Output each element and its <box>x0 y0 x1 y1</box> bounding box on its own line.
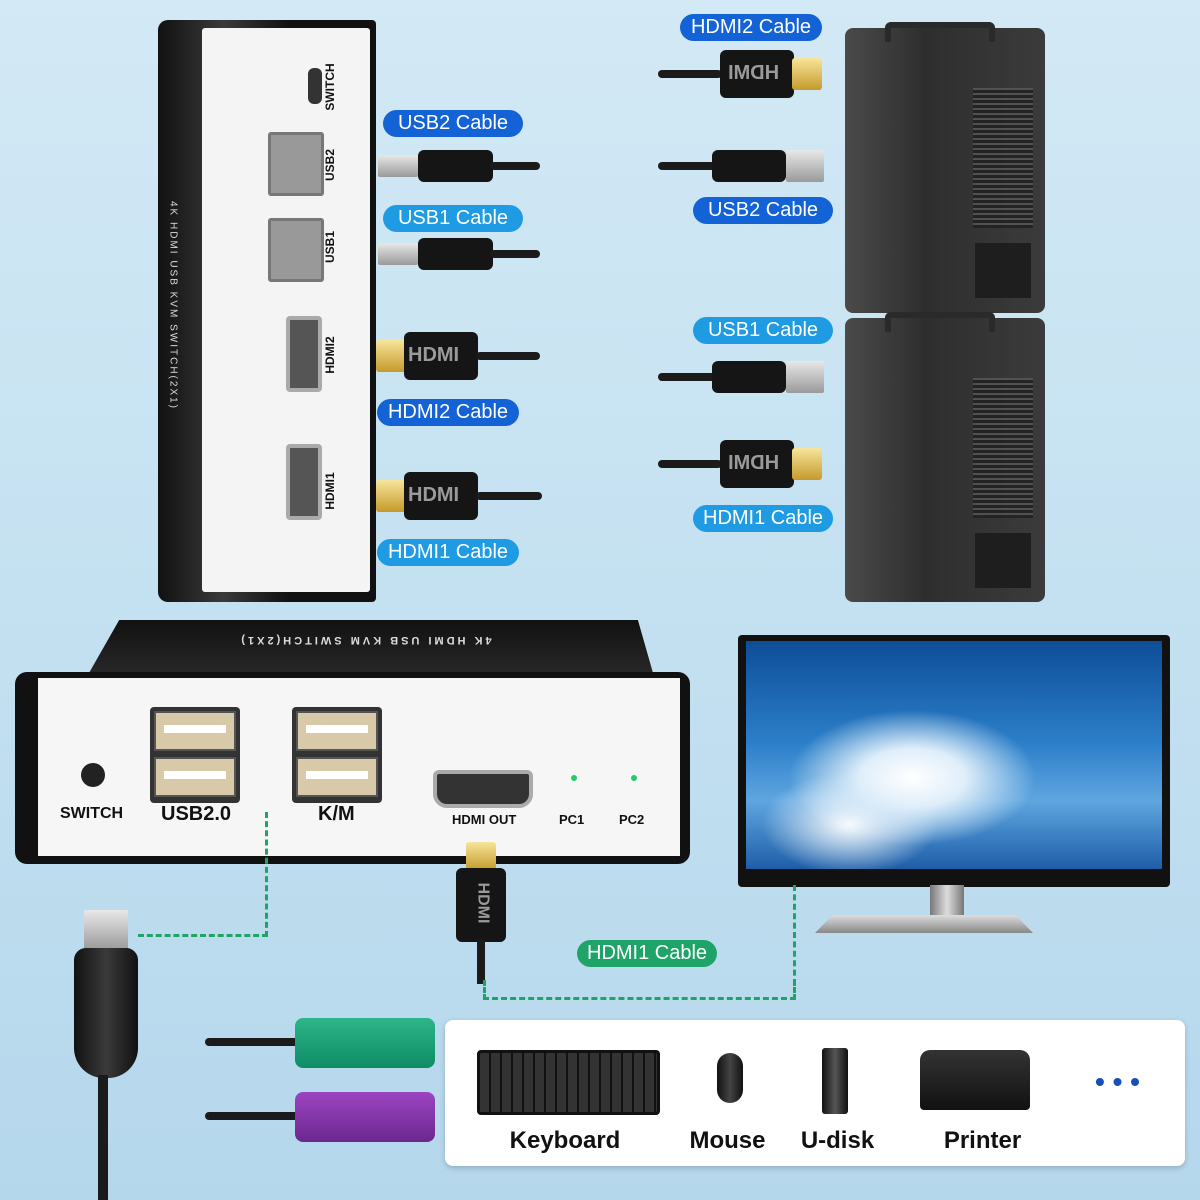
usb2-port <box>268 132 324 196</box>
device-top-text: 4K HDMI USB KVM SWITCH(2X1) <box>238 634 492 646</box>
label-hdmi-out: HDMI OUT <box>452 812 517 827</box>
usb1-port <box>268 218 324 282</box>
tower-handle <box>885 22 995 42</box>
label-keyboard: Keyboard <box>509 1127 621 1154</box>
monitor-base <box>815 915 1033 933</box>
hdmi-plug: HDMI <box>404 332 478 380</box>
label-km: K/M <box>318 803 355 825</box>
hdmi-plug-tip <box>376 340 406 372</box>
hdmi1-port <box>286 444 322 520</box>
pc1-tower <box>845 312 1045 602</box>
label-switch: SWITCH <box>323 63 337 111</box>
hdmi-plug-tip <box>792 448 822 480</box>
label-hdmi1-cable-pc: HDMI1 Cable <box>693 505 833 532</box>
label-monitor-hdmi-cable: HDMI1 Cable <box>577 940 717 967</box>
ps2-cable-green <box>205 1038 305 1046</box>
usb2-cable-pc <box>658 162 718 170</box>
usb2-cable <box>490 162 540 170</box>
usb1-cable <box>490 250 540 258</box>
monitor-vertical-line <box>793 885 796 985</box>
label-pc2: PC2 <box>619 812 645 827</box>
label-printer: Printer <box>943 1127 1022 1154</box>
label-usb1: USB1 <box>323 231 337 264</box>
label-usb2: USB2 <box>323 149 337 182</box>
usb1-cable-pc <box>658 373 718 381</box>
label-hdmi1: HDMI1 <box>323 472 337 510</box>
usb-b-plug <box>378 243 418 265</box>
hdmi-plug-tip <box>376 480 406 512</box>
hdmi-plug-tip <box>792 58 822 90</box>
monitor <box>738 635 1170 887</box>
kvm-side-text: 4K HDMI USB KVM SWITCH(2X1) <box>167 200 179 411</box>
hdmi-out-plug: HDMI <box>456 868 506 942</box>
ps2-cable-purple <box>205 1112 305 1120</box>
label-hdmi2-cable: HDMI2 Cable <box>377 399 519 426</box>
label-hdmi1-cable: HDMI1 Cable <box>377 539 519 566</box>
label-hdmi2: HDMI2 <box>323 336 337 374</box>
hdmi2-cable <box>476 352 540 360</box>
usb-b-plug <box>378 155 418 177</box>
usb-a-plug <box>786 150 824 182</box>
label-usb20: USB2.0 <box>161 803 232 825</box>
monitor-screen <box>746 641 1162 869</box>
kvm-switch-rear: 4K HDMI USB KVM SWITCH(2X1) <box>158 20 376 602</box>
usb-a-plug <box>786 361 824 393</box>
hdmi-plug: HDMI <box>720 440 794 488</box>
hdmi-plug: HDMI <box>404 472 478 520</box>
label-usb1-cable: USB1 Cable <box>383 205 523 232</box>
tower-vent <box>973 88 1033 228</box>
pc1-led <box>571 775 577 781</box>
hdmi1-cable <box>476 492 542 500</box>
tower-handle <box>885 312 995 332</box>
usb-ps2-adapter-body <box>74 948 138 1078</box>
hdmi-out-plug-tip <box>466 842 496 870</box>
mouse-icon <box>717 1053 743 1103</box>
pc2-tower <box>845 22 1045 313</box>
kvm-switch-front: 4K HDMI USB KVM SWITCH(2X1) <box>15 620 690 870</box>
ps2-keyboard-plug <box>295 1018 435 1068</box>
hdmi-out-port <box>433 770 533 808</box>
tower-vent <box>973 378 1033 518</box>
ps2-mouse-plug <box>295 1092 435 1142</box>
usb-a-plug <box>84 910 128 950</box>
label-u-disk: U-disk <box>800 1127 875 1154</box>
km-ports <box>292 707 382 803</box>
label-switch-button: SWITCH <box>60 805 124 822</box>
usb-to-km-line <box>138 812 268 937</box>
label-usb1-cable-pc: USB1 Cable <box>693 317 833 344</box>
usb-b-plug-body <box>418 238 493 270</box>
usb-b-plug-body <box>418 150 493 182</box>
label-pc1: PC1 <box>559 812 585 827</box>
pc2-led <box>631 775 637 781</box>
hdmi-plug: HDMI <box>720 50 794 98</box>
keyboard-icon <box>477 1050 660 1115</box>
hdmi2-cable-pc <box>658 70 722 78</box>
hdmi1-cable-pc <box>658 460 722 468</box>
tower-bay <box>975 533 1031 588</box>
label-usb2-cable-pc: USB2 Cable <box>693 197 833 224</box>
usb-a-plug-body <box>712 361 786 393</box>
hdmi-out-cable <box>477 940 485 984</box>
tower-bay <box>975 243 1031 298</box>
device-top <box>85 620 655 680</box>
u-disk-icon <box>822 1048 848 1114</box>
usb-ps2-cable <box>98 1075 108 1200</box>
hdmi2-port <box>286 316 322 392</box>
switch-port <box>308 68 322 104</box>
usb2-ports <box>150 707 240 803</box>
label-mouse: Mouse <box>689 1127 766 1154</box>
switch-button[interactable] <box>81 763 105 787</box>
hdmi-to-monitor-line <box>483 980 796 1000</box>
more-devices-indicator: • • • <box>1095 1066 1140 1097</box>
label-usb2-cable: USB2 Cable <box>383 110 523 137</box>
printer-icon <box>920 1050 1030 1110</box>
label-hdmi2-cable-pc: HDMI2 Cable <box>680 14 822 41</box>
usb-a-plug-body <box>712 150 786 182</box>
